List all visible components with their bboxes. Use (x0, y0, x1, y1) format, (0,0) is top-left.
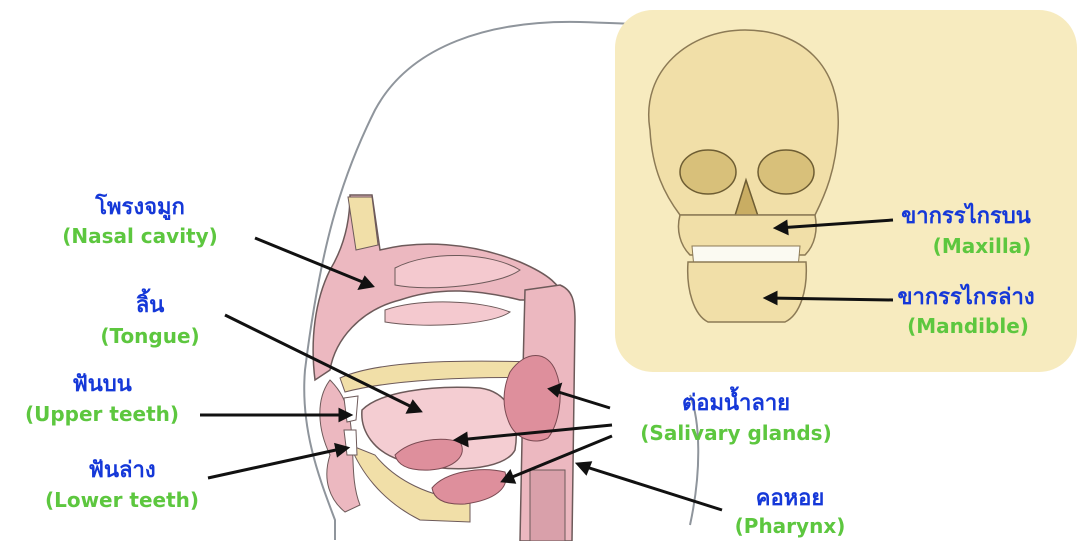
label-mandible-english: (Mandible) (907, 316, 1029, 336)
esophagus (530, 470, 565, 541)
label-lower-teeth-english: (Lower teeth) (45, 490, 199, 510)
turbinate-lower (385, 302, 510, 325)
left-eye-socket (680, 150, 736, 194)
label-salivary-glands-thai: ต่อมน้ำลาย (682, 393, 790, 415)
mandible-bone (688, 262, 807, 322)
arrow-pharynx (580, 465, 722, 510)
label-nasal-cavity-thai: โพรงจมูก (95, 197, 185, 219)
label-pharynx-thai: คอหอย (756, 488, 825, 510)
label-lower-teeth-thai: ฟันล่าง (88, 460, 155, 482)
arrow-lower-teeth (208, 448, 345, 478)
arrow-mandible (768, 298, 893, 300)
label-maxilla-english: (Maxilla) (933, 236, 1032, 256)
arrowhead-pharynx (578, 463, 590, 473)
label-maxilla-thai: ขากรรไกรบน (901, 206, 1031, 228)
label-nasal-cavity-english: (Nasal cavity) (62, 226, 218, 246)
label-upper-teeth-english: (Upper teeth) (25, 404, 179, 424)
label-pharynx-english: (Pharynx) (735, 516, 846, 536)
parotid-gland (504, 356, 560, 441)
right-eye-socket (758, 150, 814, 194)
label-tongue-english: (Tongue) (100, 326, 199, 346)
label-salivary-glands-english: (Salivary glands) (640, 423, 831, 443)
label-mandible-thai: ขากรรไกรล่าง (897, 287, 1034, 309)
sublingual-gland (432, 470, 506, 504)
label-tongue-thai: ลิ้น (136, 295, 165, 317)
label-upper-teeth-thai: ฟันบน (72, 374, 132, 396)
